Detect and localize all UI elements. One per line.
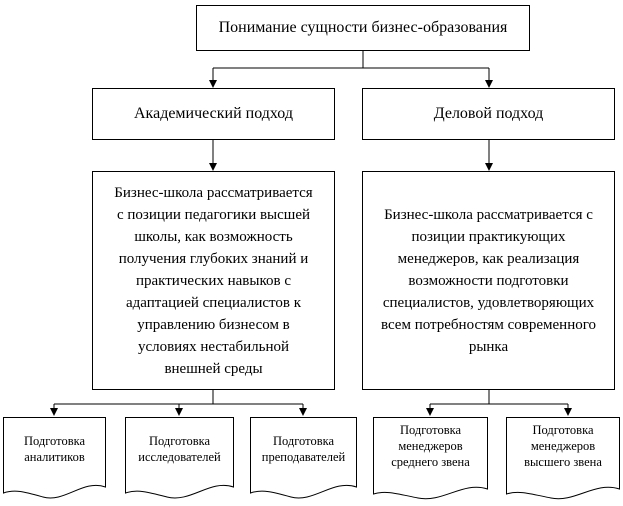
academic-description-text: Бизнес-школа рассматривается с позиции п… <box>114 184 313 377</box>
outcome-teachers: Подготовка преподавателей <box>250 417 357 503</box>
outcome-analysts: Подготовка аналитиков <box>3 417 106 503</box>
root-label: Понимание сущности бизнес-образования <box>218 19 508 37</box>
outcome-analysts-label: Подготовка аналитиков <box>23 434 86 464</box>
outcome-middle-managers-label: Подготовка менеджеров среднего звена <box>391 423 470 469</box>
academic-approach-box: Академический подход <box>92 88 335 140</box>
academic-description-box: Бизнес-школа рассматривается с позиции п… <box>92 171 335 390</box>
business-approach-title: Деловой подход <box>433 105 544 123</box>
business-approach-box: Деловой подход <box>362 88 615 140</box>
outcome-researchers: Подготовка исследователей <box>125 417 234 503</box>
root-box: Понимание сущности бизнес-образования <box>196 5 530 51</box>
outcome-middle-managers: Подготовка менеджеров среднего звена <box>373 417 488 503</box>
business-description-text: Бизнес-школа рассматривается с позиции п… <box>380 206 597 355</box>
business-description-box: Бизнес-школа рассматривается с позиции п… <box>362 171 615 390</box>
academic-approach-title: Академический подход <box>134 105 293 123</box>
outcome-top-managers: Подготовка менеджеров высшего звена <box>506 417 620 503</box>
outcome-researchers-label: Подготовка исследователей <box>138 434 221 464</box>
outcome-teachers-label: Подготовка преподавателей <box>261 434 346 464</box>
outcome-top-managers-label: Подготовка менеджеров высшего звена <box>524 423 602 469</box>
